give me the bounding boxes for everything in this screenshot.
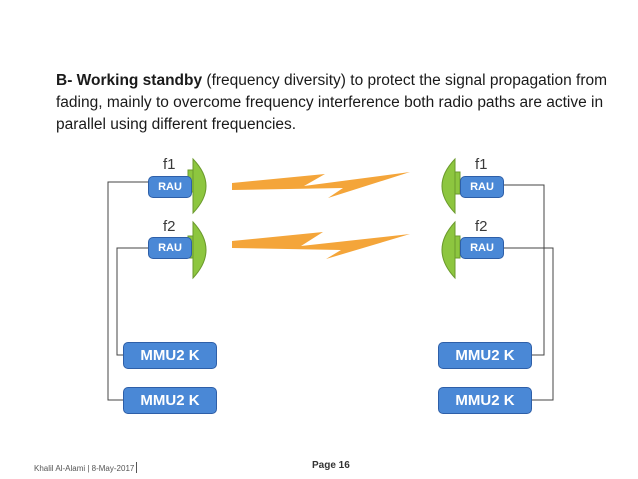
right-freq-label-1: f1 [475, 156, 488, 173]
page-number: Page 16 [312, 460, 350, 471]
signal-bolt-f2 [232, 232, 410, 259]
right-rau-1: RAU [460, 176, 504, 198]
section-description: (frequency diversity) to protect the sig… [56, 72, 608, 133]
right-mmu-1: MMU2 K [438, 342, 532, 369]
footer-author-date: Khalil Al-Alami | 8-May-2017 [34, 462, 138, 473]
right-link-rau1-mmu1 [504, 184, 545, 356]
description-paragraph: B- Working standby (frequency diversity)… [56, 70, 616, 136]
right-freq-label-2: f2 [475, 218, 488, 235]
footer-author-date-text: Khalil Al-Alami | 8-May-2017 [34, 464, 135, 473]
left-freq-label-2: f2 [163, 218, 176, 235]
left-rau-1: RAU [148, 176, 192, 198]
left-antenna-2 [192, 220, 207, 280]
footer-divider [136, 462, 138, 473]
right-link-rau2-mmu2 [504, 247, 554, 401]
section-heading: B- Working standby [56, 72, 203, 89]
right-antenna-1 [441, 157, 456, 215]
left-freq-label-1: f1 [163, 156, 176, 173]
left-mmu-1: MMU2 K [123, 342, 217, 369]
right-mmu-2: MMU2 K [438, 387, 532, 414]
signal-bolt-f1 [232, 172, 410, 198]
left-rau-2: RAU [148, 237, 192, 259]
right-rau-2: RAU [460, 237, 504, 259]
left-link-rau1-mmu2 [107, 181, 148, 401]
left-link-rau2-mmu1 [116, 247, 148, 356]
right-antenna-2 [441, 220, 456, 280]
left-mmu-2: MMU2 K [123, 387, 217, 414]
left-antenna-1 [192, 157, 207, 215]
